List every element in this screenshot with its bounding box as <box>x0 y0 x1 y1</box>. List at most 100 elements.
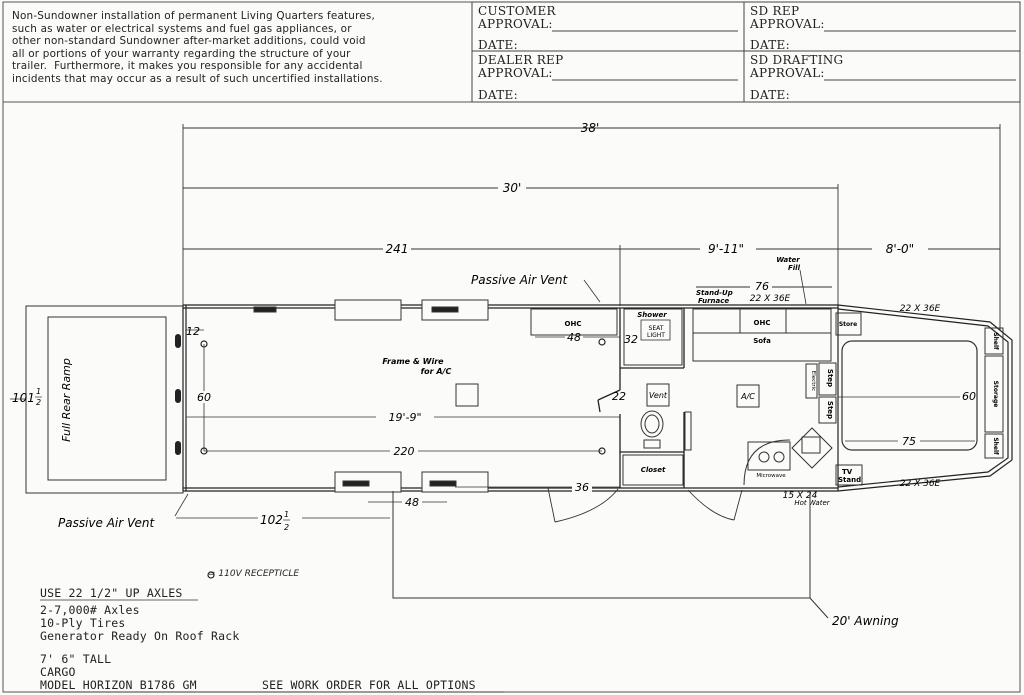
bed <box>841 340 978 451</box>
tv-label-1: TV <box>842 468 853 476</box>
electric-label: Electric <box>810 371 816 391</box>
sd-rep-label: SD REP <box>750 4 800 18</box>
shelf-2-label: Shelf <box>992 437 999 455</box>
sofa-label: Sofa <box>753 337 771 345</box>
window-top-label: 22 X 36E <box>750 294 791 304</box>
dim-overall-length: 38' <box>581 121 600 135</box>
height-note: 7' 6" TALL <box>40 652 112 666</box>
dim-76: 76 <box>755 280 769 293</box>
ac-label: A/C <box>740 392 755 401</box>
dealer-rep-label: DEALER REP <box>478 53 564 67</box>
sofa <box>692 308 832 362</box>
ohc-left-label: OHC <box>565 320 582 328</box>
dim-102-num: 1 <box>284 510 289 519</box>
dim-48-bottom: 48 <box>405 496 419 509</box>
dim-102-whole: 102 <box>260 513 283 527</box>
kitchen <box>743 427 863 486</box>
water-fill-label-2: Fill <box>788 264 801 272</box>
dim-102-den: 2 <box>284 523 289 532</box>
sd-rep-date-label: DATE: <box>750 38 790 52</box>
frame-wire-label: Frame & Wire <box>382 357 444 366</box>
frame-ac-label: for A/C <box>421 367 452 376</box>
toilet-icon <box>640 410 664 449</box>
shower-stall <box>623 308 683 366</box>
tv-label-2: Stand <box>838 476 861 484</box>
dealer-rep-date-label: DATE: <box>478 88 518 102</box>
dim-241: 241 <box>386 242 409 256</box>
nose-window-bottom-label: 22 X 36E <box>900 479 941 489</box>
work-order-note: SEE WORK ORDER FOR ALL OPTIONS <box>262 678 476 692</box>
dim-19-9: 19'-9" <box>388 411 421 424</box>
dim-32: 32 <box>624 333 638 346</box>
dim-22: 22 <box>612 390 626 403</box>
trailer-body <box>182 304 1013 492</box>
ohc-right-label: OHC <box>754 319 771 327</box>
dim-101-num: 1 <box>36 387 41 396</box>
dimension-lines <box>182 124 1001 330</box>
window-bottom-label: 15 X 24 <box>783 491 818 501</box>
sd-rep-approval-label: APPROVAL: <box>750 17 825 31</box>
rear-ramp <box>25 305 184 494</box>
nose-cabinets <box>984 327 1004 459</box>
passive-vent-bottom-label: Passive Air Vent <box>58 516 156 530</box>
step-1-label: Step <box>826 369 834 387</box>
closet-label: Closet <box>641 466 666 474</box>
store-cabinet <box>835 312 862 336</box>
standup-furnace-label-1: Stand-Up <box>696 289 733 297</box>
tires-note: 10-Ply Tires <box>40 616 126 630</box>
customer-approval-label: APPROVAL: <box>478 17 553 31</box>
sd-drafting-date-label: DATE: <box>750 88 790 102</box>
standup-furnace-label-2: Furnace <box>698 297 729 305</box>
shelf-1-label: Shelf <box>992 332 999 350</box>
dim-60-cargo: 60 <box>197 391 211 404</box>
model-note: MODEL HORIZON B1786 GM <box>40 678 197 692</box>
cargo-fixtures <box>253 299 489 493</box>
dim-36: 36 <box>575 481 589 494</box>
step-2-label: Step <box>826 401 834 419</box>
dim-60-bed: 60 <box>962 390 976 403</box>
warranty-disclaimer: Non-Sundowner installation of permanent … <box>12 10 383 85</box>
hot-water-label: Hot Water <box>794 499 830 507</box>
approval-table <box>471 1 1021 103</box>
generator-note: Generator Ready On Roof Rack <box>40 629 240 643</box>
axles-note: 2-7,000# Axles <box>40 603 140 617</box>
dim-220: 220 <box>394 445 415 458</box>
nose-window-top-label: 22 X 36E <box>900 304 941 314</box>
shower-seat-label: SEAT <box>649 325 664 332</box>
lq-walls <box>597 308 685 488</box>
store-label: Store <box>839 321 857 328</box>
ac-box <box>736 384 760 408</box>
vent-box <box>646 383 670 407</box>
closet-box <box>622 454 684 486</box>
ohc-left-cabinet <box>530 308 618 336</box>
receptacle-legend: = 110V RECEPTICLE <box>208 569 300 579</box>
dim-101-whole: 101 <box>12 391 35 405</box>
type-note: CARGO <box>40 665 76 679</box>
steps <box>805 362 837 424</box>
ramp-label: Full Rear Ramp <box>60 358 73 442</box>
ramp-hinges <box>175 334 181 455</box>
vent-label: Vent <box>649 391 668 400</box>
towel-bar <box>684 411 692 451</box>
passive-vent-top-label: Passive Air Vent <box>471 273 569 287</box>
water-fill-label-1: Water <box>776 256 800 264</box>
dim-12: 12 <box>186 325 200 338</box>
dim-48-ohc: 48 <box>567 331 581 344</box>
shower-light-label: LIGHT <box>647 332 665 339</box>
axles-heading: USE 22 1/2" UP AXLES <box>40 586 183 600</box>
shower-label: Shower <box>637 311 667 319</box>
customer-label: CUSTOMER <box>478 4 556 18</box>
awning-outline <box>392 491 829 619</box>
storage-label: Storage <box>992 381 999 408</box>
dim-101-den: 2 <box>36 398 41 407</box>
sd-drafting-label: SD DRAFTING <box>750 53 844 67</box>
dim-8-0: 8'-0" <box>886 242 914 256</box>
dim-box-length: 30' <box>503 181 522 195</box>
dim-9-11: 9'-11" <box>708 242 744 256</box>
sd-drafting-approval-label: APPROVAL: <box>750 66 825 80</box>
dealer-rep-approval-label: APPROVAL: <box>478 66 553 80</box>
awning-label: 20' Awning <box>832 614 899 628</box>
microwave-label: Microwave <box>756 473 786 479</box>
